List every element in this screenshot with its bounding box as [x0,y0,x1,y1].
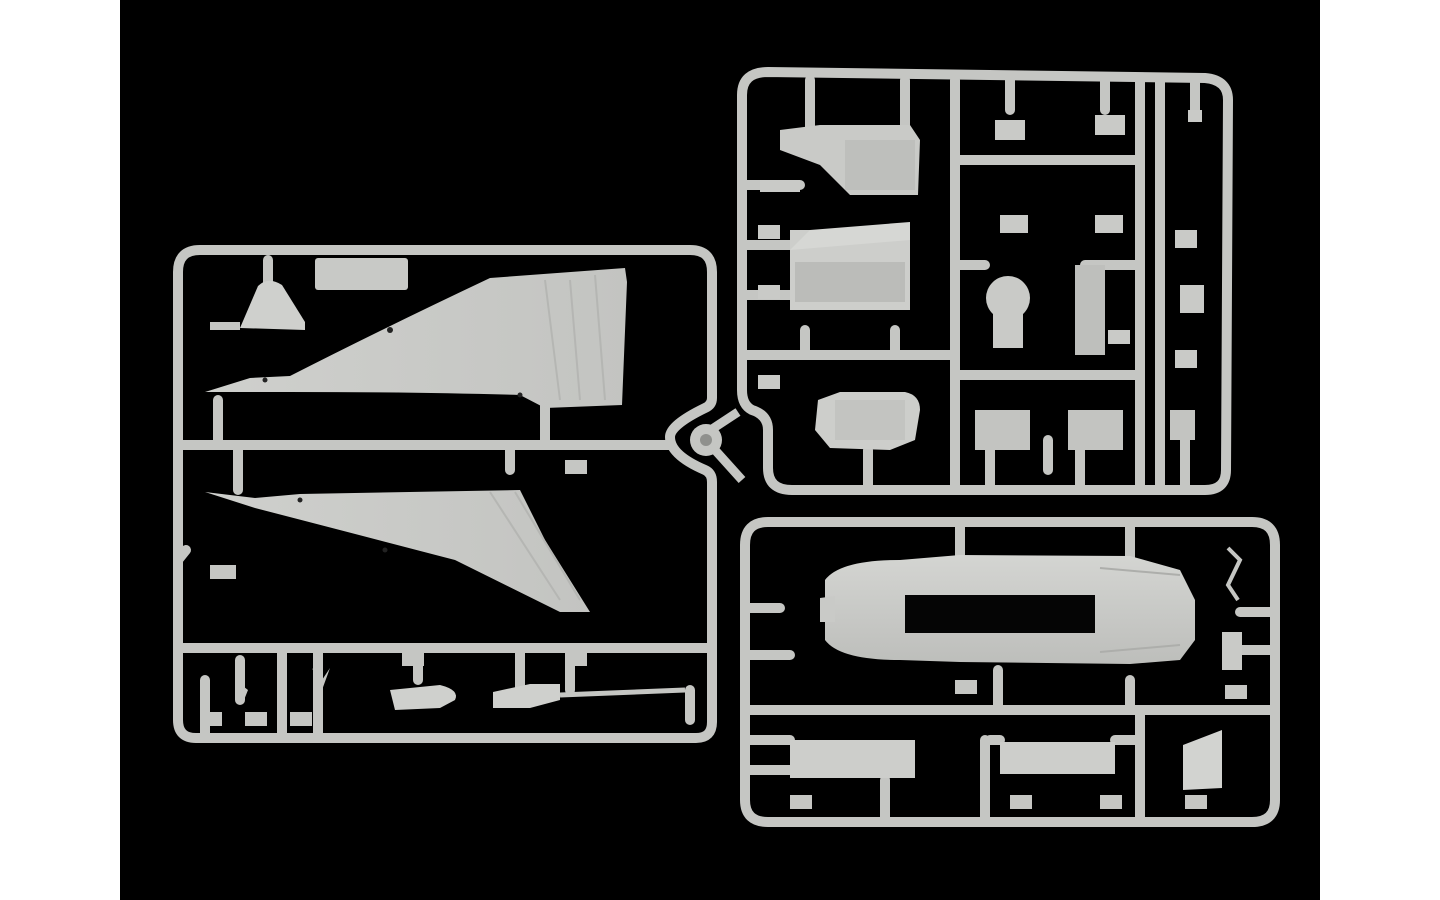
top-right-sprue-parts [758,110,1204,450]
bottom-right-sprue [740,517,1280,827]
sprue-hub [690,408,746,484]
sprue-illustration [173,67,1280,827]
left-sprue-parts [200,258,686,726]
model-kit-sprue-photo [120,0,1320,900]
bottom-right-sprue-parts [790,546,1247,809]
